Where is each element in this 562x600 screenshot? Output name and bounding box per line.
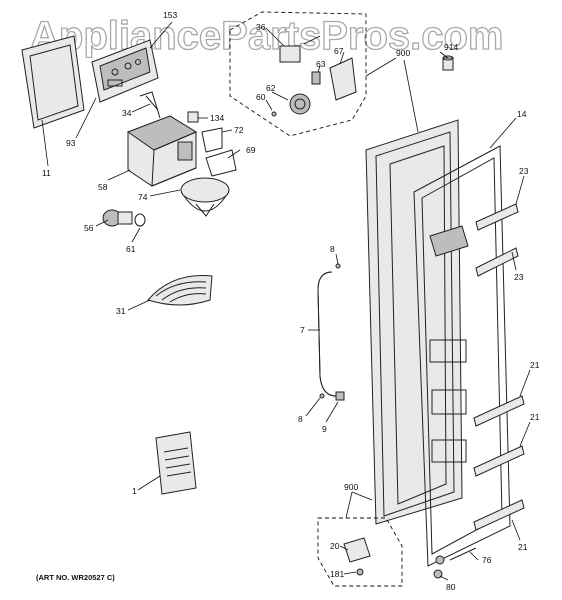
callout-80: 80 [446,582,456,592]
art-number: (ART NO. WR20527 C) [36,573,115,582]
callout-58: 58 [98,182,108,192]
callout-1: 1 [132,486,137,496]
callout-63: 63 [316,59,326,69]
callout-8-bottom: 8 [298,414,303,424]
callout-62: 62 [266,83,276,93]
part-7-handle [317,263,345,401]
part-914-plug [442,55,454,71]
callout-34: 34 [122,108,132,118]
part-74-auger [180,177,230,217]
callout-56: 56 [84,223,94,233]
callout-134: 134 [210,113,224,123]
hinge-assembly-group [317,517,477,587]
callout-9: 9 [322,424,327,434]
callout-21-c: 21 [518,542,528,552]
callout-61: 61 [126,244,136,254]
callout-93: 93 [66,138,76,148]
light-assembly-group [229,11,367,137]
callout-72: 72 [234,125,244,135]
callout-8-top: 8 [330,244,335,254]
callout-7: 7 [300,325,305,335]
callout-14: 14 [517,109,527,119]
callout-67: 67 [334,46,344,56]
part-21-shelf-bars [473,395,525,531]
part-153-control-board [91,39,159,103]
callout-181: 181 [330,569,344,579]
callout-76: 76 [482,555,492,565]
callout-914: 914 [444,42,458,52]
part-31-grille [147,275,213,306]
part-58-auger-motor [126,91,237,187]
callout-23-bottom: 23 [514,272,524,282]
leader-lines [41,21,531,581]
part-900-door [365,119,469,525]
callout-900-top: 900 [396,48,410,58]
callout-153: 153 [163,10,177,20]
callout-60: 60 [256,92,266,102]
callout-21-b: 21 [530,412,540,422]
callout-69: 69 [246,145,256,155]
callout-23-top: 23 [519,166,529,176]
part-11-panel [21,35,85,129]
callout-31: 31 [116,306,126,316]
watermark: AppliancePartsPros.com [29,13,504,58]
callout-74: 74 [138,192,148,202]
callout-900-bottom: 900 [344,482,358,492]
part-56-actuator [102,209,146,227]
callout-20: 20 [330,541,340,551]
callout-36: 36 [256,22,266,32]
callout-11: 11 [42,168,51,178]
part-1-manual [155,431,197,495]
callout-labels: 153 11 93 34 134 72 58 69 74 56 61 31 1 … [36,10,540,592]
callout-21-a: 21 [530,360,540,370]
part-23-shelf-bars [475,203,519,277]
